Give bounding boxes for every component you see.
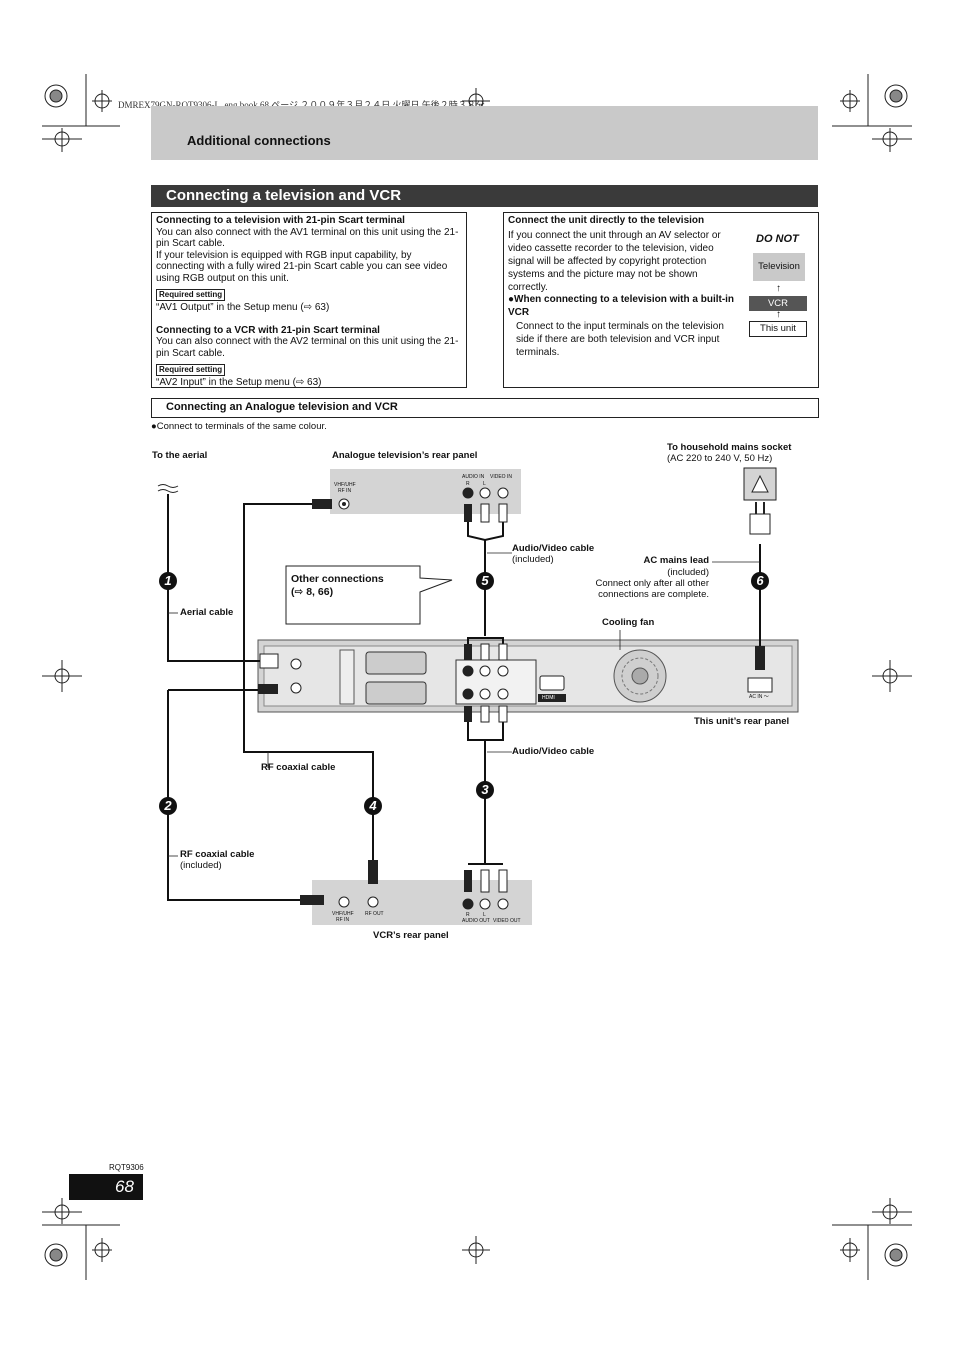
scart-vcr-body: You can also connect with the AV2 termin… (156, 336, 459, 359)
scart-vcr-heading: Connecting to a VCR with 21-pin Scart te… (156, 324, 380, 336)
print-header: DMREX79GN-RQT9306-L_eng.book 68 ページ ２００９… (118, 100, 485, 110)
unit-rf-in-jack (290, 658, 302, 670)
crop-mark-icon (884, 1243, 908, 1267)
vcr-vhf-label: VHF/UHF (332, 911, 354, 917)
header-band: Additional connections (151, 106, 818, 160)
aerial-cable-label: Aerial cable (180, 607, 234, 618)
builtin-vcr-heading: ●When connecting to a television with a … (508, 294, 735, 318)
tv-video-jack (497, 487, 509, 499)
chain-this-unit: This unit (749, 321, 807, 337)
aerial-icon (157, 484, 179, 493)
ac-lead-included: (included) (667, 567, 709, 578)
av-cable-top-label: Audio/Video cable (512, 543, 595, 554)
av-cable-bottom-label: Audio/Video cable (512, 746, 595, 757)
step-number-3: 3 (476, 781, 494, 799)
rf-cable-to-tv (243, 503, 312, 688)
vcr-l-label: L (483, 912, 486, 918)
scart-av1 (365, 651, 427, 675)
vcr-audio-out-label: AUDIO OUT (462, 918, 490, 924)
av-cable-bottom (467, 720, 504, 741)
builtin-vcr-body: Connect to the input terminals on the te… (516, 321, 724, 358)
header-title: Additional connections (187, 133, 331, 148)
rf-cable-included: (included) (180, 860, 222, 871)
scart-tv-body: You can also connect with the AV1 termin… (156, 226, 459, 250)
other-connections-callout (285, 565, 453, 625)
crop-mark-icon (44, 1243, 68, 1267)
tv-audio-l-jack (479, 487, 491, 499)
tv-vhf-label: VHF/UHF (334, 482, 356, 488)
required-setting-badge: Required setting (156, 289, 226, 301)
tv-audio-in-label: AUDIO IN (462, 474, 485, 480)
scart-info-box: Connecting to a television with 21-pin S… (151, 212, 467, 388)
crop-mark-icon (884, 84, 908, 108)
av-cable-included: (included) (512, 554, 554, 565)
tv-r-label: R (466, 481, 470, 487)
step-number-4: 4 (364, 797, 382, 815)
chain-vcr: VCR (749, 296, 807, 311)
section-title: Connecting a television and VCR (151, 185, 818, 207)
do-not-label: DO NOT (756, 233, 799, 245)
tv-audio-r-jack (462, 487, 474, 499)
rf-cable-label-2: RF coaxial cable (180, 849, 255, 860)
unit-rear-label: This unit’s rear panel (694, 716, 790, 727)
vcr-video-out-label: VIDEO OUT (493, 918, 521, 924)
up-arrow-icon: ↑ (776, 309, 781, 320)
hdmi-port (539, 675, 565, 691)
cooling-fan-label: Cooling fan (602, 617, 655, 628)
direct-connect-box: Connect the unit directly to the televis… (503, 212, 819, 388)
rf-cable-to-vcr (243, 688, 374, 870)
tv-rear-label: Analogue television’s rear panel (332, 450, 478, 461)
step-number-1: 1 (159, 572, 177, 590)
ac-in-label: AC IN ～ (749, 694, 769, 700)
colour-note: ●Connect to terminals of the same colour… (151, 421, 327, 432)
mains-spec-label: (AC 220 to 240 V, 50 Hz) (667, 453, 773, 464)
scart-av2 (365, 681, 427, 705)
ac-lead-note: Connect only after all other connections… (595, 578, 709, 600)
required-setting-badge: Required setting (156, 364, 226, 376)
model-code: RQT9306 (109, 1163, 144, 1172)
scart-vcr-setting: “AV2 Input” in the Setup menu (⇨ 63) (156, 377, 322, 388)
ac-in-port (747, 677, 773, 693)
analogue-subtitle: Connecting an Analogue television and VC… (166, 401, 398, 413)
aerial-cable (167, 494, 260, 662)
page-number: 68 (69, 1174, 143, 1200)
vcr-rfout-label: RF OUT (365, 911, 384, 917)
mains-plug-icon (749, 513, 771, 535)
rf-cable-label-1: RF coaxial cable (261, 762, 336, 773)
ac-lead-label: AC mains lead (643, 555, 709, 566)
rf-cable-unit-vcr (167, 689, 300, 901)
av-cable-top (467, 520, 504, 542)
step-number-2: 2 (159, 797, 177, 815)
vcr-rfin-label: RF IN (336, 917, 350, 923)
direct-connect-heading: Connect the unit directly to the televis… (508, 215, 705, 226)
direct-connect-body: If you connect the unit through an AV se… (508, 230, 721, 293)
scart-tv-body-rgb: If your television is equipped with RGB … (156, 249, 448, 284)
up-arrow-icon: ↑ (776, 283, 781, 294)
other-connections-label: Other connections (291, 573, 384, 585)
other-connections-ref: (⇨ 8, 66) (291, 586, 334, 598)
tv-l-label: L (483, 481, 486, 487)
tv-rfin-label: RF IN (338, 488, 352, 494)
chain-television: Television (753, 253, 805, 281)
analogue-subtitle-box: Connecting an Analogue television and VC… (151, 398, 819, 418)
tv-video-in-label: VIDEO IN (490, 474, 512, 480)
step-number-6: 6 (751, 572, 769, 590)
scart-tv-heading: Connecting to a television with 21-pin S… (156, 215, 405, 226)
hdmi-label: HDMI (542, 695, 555, 701)
mains-socket-label: To household mains socket (667, 442, 792, 453)
vcr-r-label: R (466, 912, 470, 918)
scart-tv-setting: “AV1 Output” in the Setup menu (⇨ 63) (156, 302, 330, 313)
step-number-5: 5 (476, 572, 494, 590)
crop-mark-icon (44, 84, 68, 108)
unit-rf-out-jack (290, 682, 302, 694)
to-aerial-label: To the aerial (152, 450, 208, 461)
vcr-rear-label: VCR’s rear panel (373, 930, 449, 941)
